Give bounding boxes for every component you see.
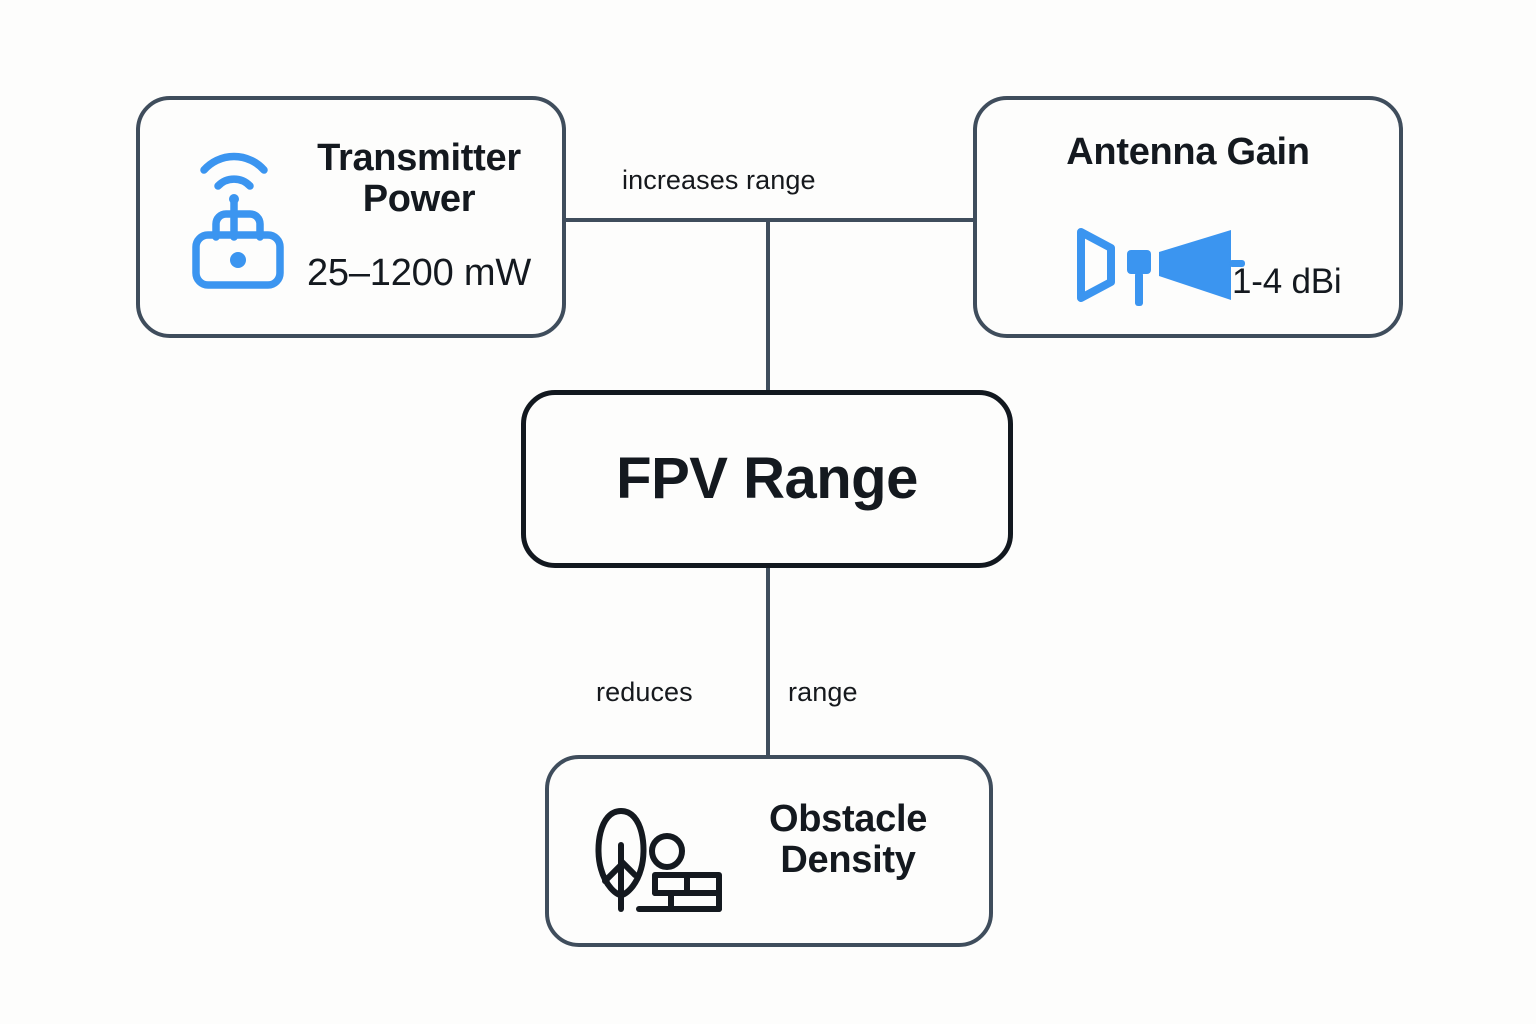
- node-obstacle-density-title-line2: Density: [780, 839, 916, 882]
- node-transmitter-power-content: Transmitter Power 25–1200 mW: [140, 100, 562, 334]
- node-transmitter-power[interactable]: Transmitter Power 25–1200 mW: [136, 96, 566, 338]
- edge-label-range: range: [788, 677, 858, 707]
- edge-hub-to-fpv-range: [766, 218, 770, 408]
- node-antenna-gain-title: Antenna Gain: [1066, 131, 1310, 173]
- tree-and-wall-icon: [595, 808, 722, 912]
- node-antenna-gain-content: Antenna Gain 1-4 dBi: [977, 100, 1399, 334]
- node-fpv-range-title: FPV Range: [616, 445, 918, 511]
- node-antenna-gain[interactable]: Antenna Gain 1-4 dBi: [973, 96, 1403, 338]
- node-transmitter-power-value: 25–1200 mW: [306, 252, 531, 294]
- node-transmitter-power-title-line1: Transmitter: [317, 137, 521, 179]
- node-fpv-range[interactable]: FPV Range: [521, 390, 1013, 568]
- node-obstacle-density-content: Obstacle Density: [549, 759, 989, 943]
- node-transmitter-power-title-line2: Power: [362, 178, 476, 221]
- node-obstacle-density[interactable]: Obstacle Density: [545, 755, 993, 947]
- edge-label-reduces: reduces: [596, 677, 693, 707]
- radio-transmitter-icon: [192, 152, 284, 289]
- directional-antenna-icon: [1077, 228, 1245, 306]
- node-antenna-gain-value: 1-4 dBi: [1232, 262, 1342, 301]
- radio-indicator-dot: [230, 252, 246, 268]
- node-obstacle-density-title-line1: Obstacle: [768, 798, 928, 840]
- node-obstacle-density-title: Obstacle Density: [727, 798, 969, 882]
- antenna-tip-dot: [229, 194, 239, 204]
- edge-fpv-range-to-obstacle: [766, 566, 770, 760]
- node-transmitter-power-title: Transmitter Power: [288, 137, 550, 221]
- edge-label-increases-range: increases range: [622, 165, 816, 195]
